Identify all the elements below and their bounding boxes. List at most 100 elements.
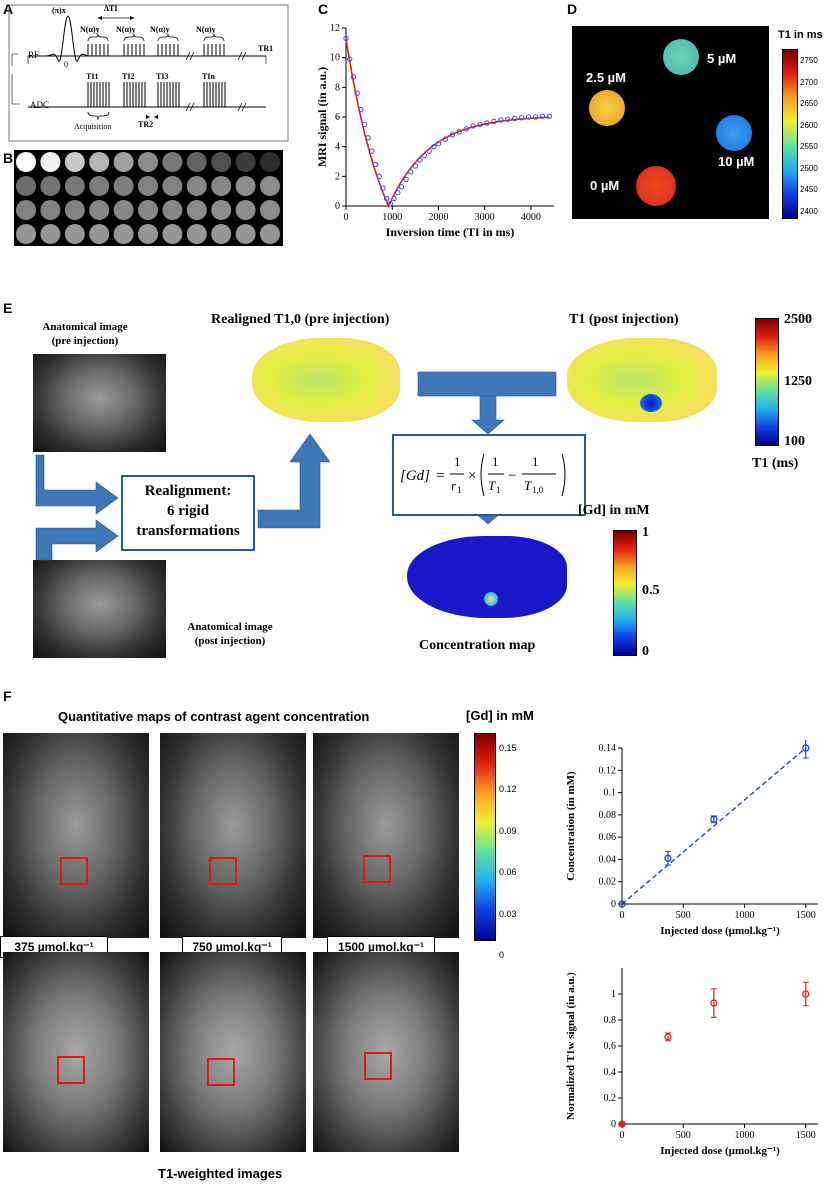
ti-label-3: TI3 (156, 72, 169, 81)
y-tick-label: 0.06 (599, 832, 617, 843)
data-point (477, 121, 483, 128)
zero-label: 0 (64, 60, 68, 69)
panel-letter-f: F (3, 688, 12, 704)
label-5um: 5 µM (707, 51, 737, 66)
data-point (463, 126, 469, 132)
phantom-circle (211, 224, 232, 244)
e-gd-tick-0-5: 0.5 (642, 583, 660, 598)
phantom-circle (235, 176, 256, 196)
data-point (618, 900, 626, 908)
roi-box (57, 1056, 85, 1084)
data-point (391, 195, 397, 202)
fit-curve (345, 38, 550, 208)
anat-post-image (33, 560, 166, 658)
e-t1-tick-1250: 1250 (784, 374, 812, 389)
data-point (372, 161, 379, 168)
concentration-map (407, 536, 567, 618)
ti-label-2: TI2 (122, 72, 135, 81)
f-tick-0: 0 (499, 950, 505, 961)
spot-2-5um (589, 90, 625, 126)
phantom-circle (138, 176, 158, 196)
svg-text:1: 1 (532, 454, 539, 469)
svg-text:−: − (508, 468, 516, 484)
y-tick-label: 0 (611, 1119, 616, 1130)
x-tick-label: 1000 (382, 212, 402, 223)
data-point (395, 189, 401, 196)
y-tick-label: 0.02 (599, 877, 617, 888)
x-tick-label: 500 (676, 910, 691, 921)
realigned-t1-map (252, 338, 400, 422)
x-tick-label: 1500 (796, 1130, 816, 1141)
phantom-circle (235, 200, 256, 220)
x-tick-label: 2000 (428, 212, 448, 223)
phantom-circle (138, 224, 158, 244)
data-point (408, 169, 414, 175)
phantom-circle (260, 200, 280, 220)
roi-box (363, 855, 391, 883)
e-t1-tick-2500: 2500 (784, 312, 812, 327)
data-point (354, 90, 360, 96)
phantom-circle (186, 224, 207, 244)
n-alpha-label-2: N(α)y (116, 25, 136, 34)
data-point (403, 176, 409, 183)
data-point (525, 114, 532, 120)
y-tick-label: 10 (330, 53, 340, 64)
y-tick-label: 8 (335, 82, 340, 93)
acquisition-label: Acquisition (74, 122, 112, 131)
phantom-circle (211, 176, 232, 196)
phantom-circle (138, 200, 158, 220)
t1w-image-750 (160, 952, 306, 1152)
pulse-label: (π)x (52, 6, 66, 15)
f-tick-0-06: 0.06 (499, 867, 517, 878)
phantom-circle (89, 224, 110, 244)
pulse-sequence-diagram (8, 4, 289, 142)
data-point (365, 135, 371, 141)
phantom-circle (16, 224, 36, 244)
svg-text:T: T (524, 478, 532, 493)
x-tick-label: 500 (676, 1130, 691, 1141)
svg-text:=: = (436, 468, 444, 484)
phantom-circle (186, 152, 207, 172)
panel-letter-e: E (3, 300, 13, 316)
tr2-label: TR2 (138, 120, 154, 129)
anat-pre-label: Anatomical image (pre injection) (42, 321, 128, 347)
phantom-circle (16, 176, 36, 196)
t1-post-title: T1 (post injection) (569, 312, 679, 327)
x-axis-label: Injected dose (µmol.kg⁻¹) (660, 925, 780, 937)
svg-text:1: 1 (492, 454, 499, 469)
panel-letter-a: A (3, 1, 14, 17)
panel-letter-b: B (3, 150, 14, 166)
svg-text:1,0: 1,0 (532, 485, 544, 495)
e-t1-tick-100: 100 (784, 434, 805, 449)
roi-box (60, 857, 88, 885)
concentration-hotspot (484, 592, 498, 606)
svg-text:1: 1 (457, 485, 462, 495)
data-point (710, 999, 718, 1007)
y-tick-label: 0.08 (599, 810, 617, 821)
phantom-t1-map: 5 µM 2.5 µM 10 µM 0 µM (572, 26, 769, 219)
data-point (532, 114, 539, 120)
y-tick-label: 0.1 (604, 788, 617, 799)
phantom-circle (260, 176, 280, 196)
spot-10um (716, 115, 752, 151)
adc-label: ADC (30, 100, 50, 110)
phantom-circle (235, 152, 256, 172)
gd-map-1500 (313, 733, 459, 938)
spot-5um (663, 39, 699, 75)
x-tick-label: 0 (620, 910, 625, 921)
phantom-circle (16, 152, 36, 172)
phantom-circle (162, 152, 183, 172)
data-point (802, 990, 810, 998)
x-tick-label: 1000 (735, 1130, 755, 1141)
f-tick-0-09: 0.09 (499, 825, 517, 836)
y-tick-label: 0.14 (599, 743, 617, 754)
d-tick-2750: 2750 (800, 56, 818, 65)
phantom-circles (16, 152, 280, 244)
phantom-circle (186, 176, 207, 196)
x-tick-label: 0 (620, 1130, 625, 1141)
phantom-circle (186, 200, 207, 220)
data-point (802, 744, 810, 752)
data-point (431, 143, 437, 150)
